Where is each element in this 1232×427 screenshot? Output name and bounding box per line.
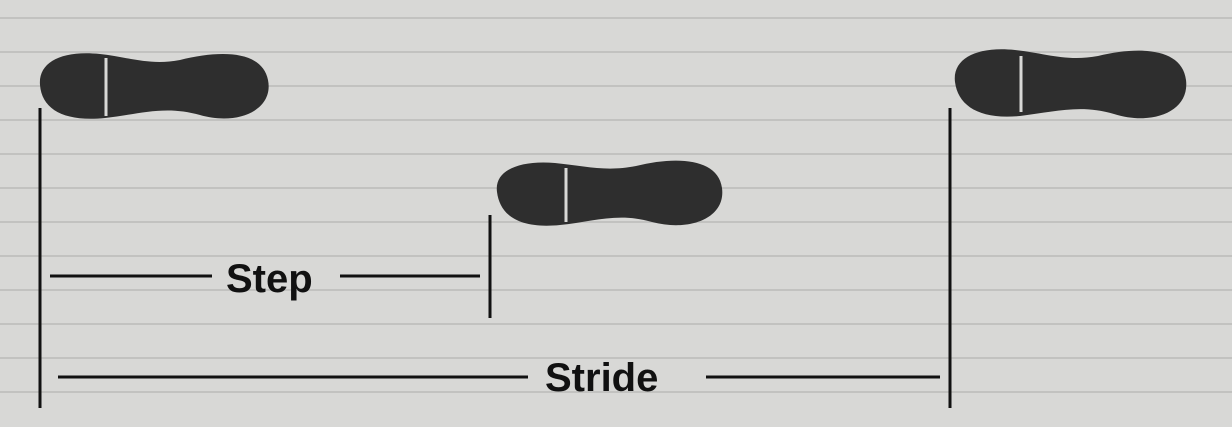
footprint-icon xyxy=(496,160,723,226)
footprint-icon xyxy=(954,49,1187,119)
step-label: Step xyxy=(226,257,313,301)
footprint-icon xyxy=(39,53,269,119)
stride-label: Stride xyxy=(545,356,658,400)
